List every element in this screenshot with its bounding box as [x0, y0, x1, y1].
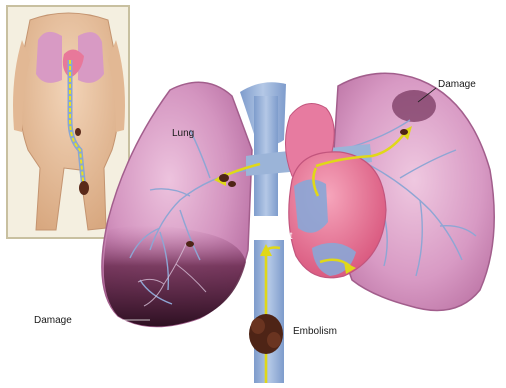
label-heart: Heart [268, 232, 292, 242]
right-lung-damage [392, 90, 436, 122]
clot-right-upper [400, 129, 408, 135]
inset-clot [79, 181, 89, 195]
label-lung: Lung [172, 129, 194, 139]
inset-clot-small [75, 128, 81, 136]
clot-left-upper-2 [228, 181, 236, 187]
inset-lung-left [36, 32, 62, 83]
clot-left-lower [186, 241, 194, 247]
left-lung-damage [104, 225, 246, 326]
clot-left-upper [219, 174, 229, 182]
label-damage-bottom: Damage [34, 316, 72, 326]
body-inset [7, 6, 129, 238]
right-atrium [294, 179, 328, 232]
label-damage-top: Damage [438, 80, 476, 90]
label-embolism: Embolism [293, 327, 337, 337]
inferior-vena-cava [254, 240, 284, 383]
